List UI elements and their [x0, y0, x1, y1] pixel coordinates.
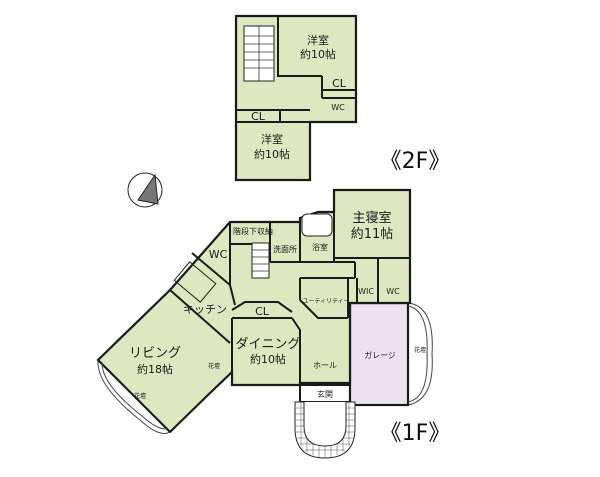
bathtub [301, 213, 333, 237]
closet-2f-1-label: CL [332, 77, 347, 90]
walk-in-closet-label: WIC [358, 287, 374, 296]
flowerbed-inner-label: 花壇 [208, 362, 220, 370]
dining-size: 約10帖 [250, 352, 286, 366]
utility-label: ユーティリティー [302, 298, 349, 305]
stair-storage-label: 階段下収納 [233, 226, 273, 236]
toilet-1f-2-label: WC [386, 287, 400, 296]
room-2f-western-1-name: 洋室 [307, 33, 329, 47]
toilet-1f-1-label: WC [209, 248, 228, 261]
garage-label: ガレージ [364, 350, 396, 360]
floor-label-1f: 《1F》 [380, 421, 451, 446]
entrance-label: 玄関 [317, 389, 333, 399]
living-size: 約18帖 [137, 362, 173, 376]
living-name: リビング [129, 346, 181, 361]
garage-area [348, 301, 410, 407]
closet-1f-label: CL [255, 305, 270, 318]
north-arrow-icon [127, 172, 163, 208]
dining-name: ダイニング [235, 337, 300, 352]
room-2f-western-1-size: 約10帖 [300, 47, 336, 61]
kitchen-label: キッチン [183, 303, 227, 316]
first-floor: 主寝室 約11帖 階段下収納 洗面所 浴室 WC キッチン CL ユーティリティ… [96, 188, 433, 459]
room-2f-western-2-size: 約10帖 [254, 147, 290, 161]
room-2f-western-2-name: 洋室 [261, 132, 283, 146]
master-bedroom-name: 主寝室 [352, 210, 391, 226]
toilet-2f-label: WC [331, 103, 345, 112]
flowerbed-living-label: 花壇 [134, 392, 146, 400]
bath-label: 浴室 [312, 242, 328, 252]
floor-label-2f: 《2F》 [380, 149, 451, 174]
stairs-1f [251, 242, 270, 279]
porch-tiles [294, 401, 356, 459]
hall-label: ホール [313, 361, 337, 370]
master-bedroom-size: 約11帖 [351, 227, 394, 242]
washroom-label: 洗面所 [273, 244, 297, 254]
flowerbed-garage-label: 花壇 [414, 346, 426, 354]
second-floor: 洋室 約10帖 CL WC CL 洋室 約10帖 [234, 14, 358, 182]
closet-2f-2-label: CL [251, 110, 266, 123]
